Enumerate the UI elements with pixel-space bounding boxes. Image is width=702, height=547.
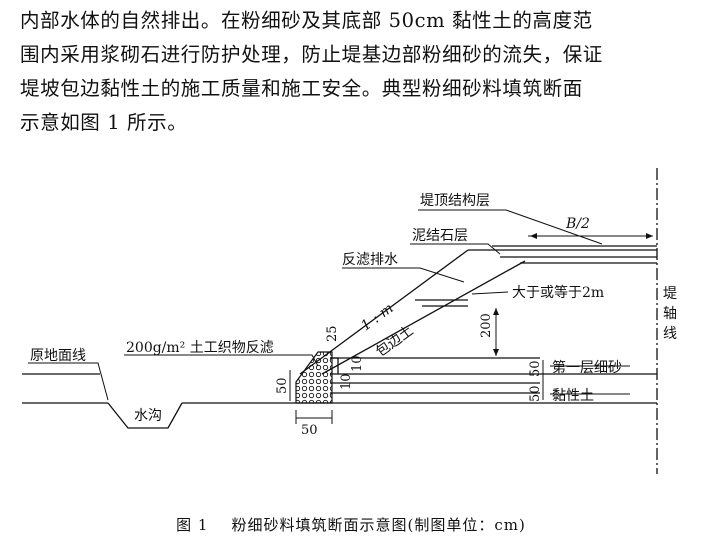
ditch-outline xyxy=(107,402,183,429)
caption-title: 粉细砂料填筑断面示意图(制图单位：cm) xyxy=(231,516,526,534)
label-axis-2: 轴 xyxy=(663,306,677,322)
dimension-lines xyxy=(28,209,653,424)
toe-step xyxy=(330,357,339,374)
dim-label-25: 25 xyxy=(325,325,340,342)
leader-filter xyxy=(342,267,465,283)
leader-geotextile xyxy=(124,354,319,367)
label-cover-clay: 包边土 xyxy=(373,323,416,361)
dim-label-200: 200 xyxy=(479,313,494,338)
leader-crest-structure xyxy=(418,209,603,245)
label-geotextile: 200g/m² 土工织物反滤 xyxy=(126,340,274,356)
leader-gravel xyxy=(410,243,501,255)
dim-label-50-clay: 50 xyxy=(528,385,543,402)
label-axis-1: 堤 xyxy=(663,286,677,302)
label-crest-structure: 堤顶结构层 xyxy=(420,193,490,209)
label-gravel-layer: 泥结石层 xyxy=(412,228,468,244)
dim-label-50-sand: 50 xyxy=(528,360,543,377)
paragraph-line-1: 内部水体的自然排出。在粉细砂及其底部 50cm 黏性土的高度范 xyxy=(20,9,593,32)
paragraph-line-4: 示意如图 1 所示。 xyxy=(20,111,188,134)
structure-lines xyxy=(22,168,658,474)
label-half-width: B/2 xyxy=(565,216,590,232)
label-ge2m: 大于或等于2m xyxy=(512,284,604,301)
leader-ground xyxy=(28,362,109,401)
caption-number: 图 1 xyxy=(176,516,209,534)
paragraph-line-2: 围内采用浆砌石进行防护处理，防止堤基边部粉细砂的流失，保证 xyxy=(20,43,603,66)
inner-slope-line xyxy=(321,260,526,375)
dim-label-50-bottom: 50 xyxy=(301,423,318,438)
figure-caption: 图 1 粉细砂料填筑断面示意图(制图单位：cm) xyxy=(0,514,702,535)
label-axis-3: 线 xyxy=(663,326,677,342)
label-filter-drain: 反滤排水 xyxy=(342,252,398,268)
label-slope-ratio: 1 : m xyxy=(358,300,396,334)
label-clay: 黏性土 xyxy=(552,388,594,404)
dim-label-50-left: 50 xyxy=(275,377,290,394)
dim-label-10a: 10 xyxy=(350,355,365,372)
masonry-protection xyxy=(295,351,333,404)
label-original-ground: 原地面线 xyxy=(30,348,86,364)
paragraph-line-3: 堤坡包边黏性土的施工质量和施工安全。典型粉细砂料填筑断面 xyxy=(20,77,583,100)
dim-label-10b: 10 xyxy=(339,373,354,390)
leader-ge2m xyxy=(471,291,509,295)
label-first-sand-layer: 第一层细砂 xyxy=(552,359,622,376)
body-paragraph: 内部水体的自然排出。在粉细砂及其底部 50cm 黏性土的高度范 围内采用浆砌石进… xyxy=(20,4,692,140)
label-ditch: 水沟 xyxy=(134,408,162,424)
